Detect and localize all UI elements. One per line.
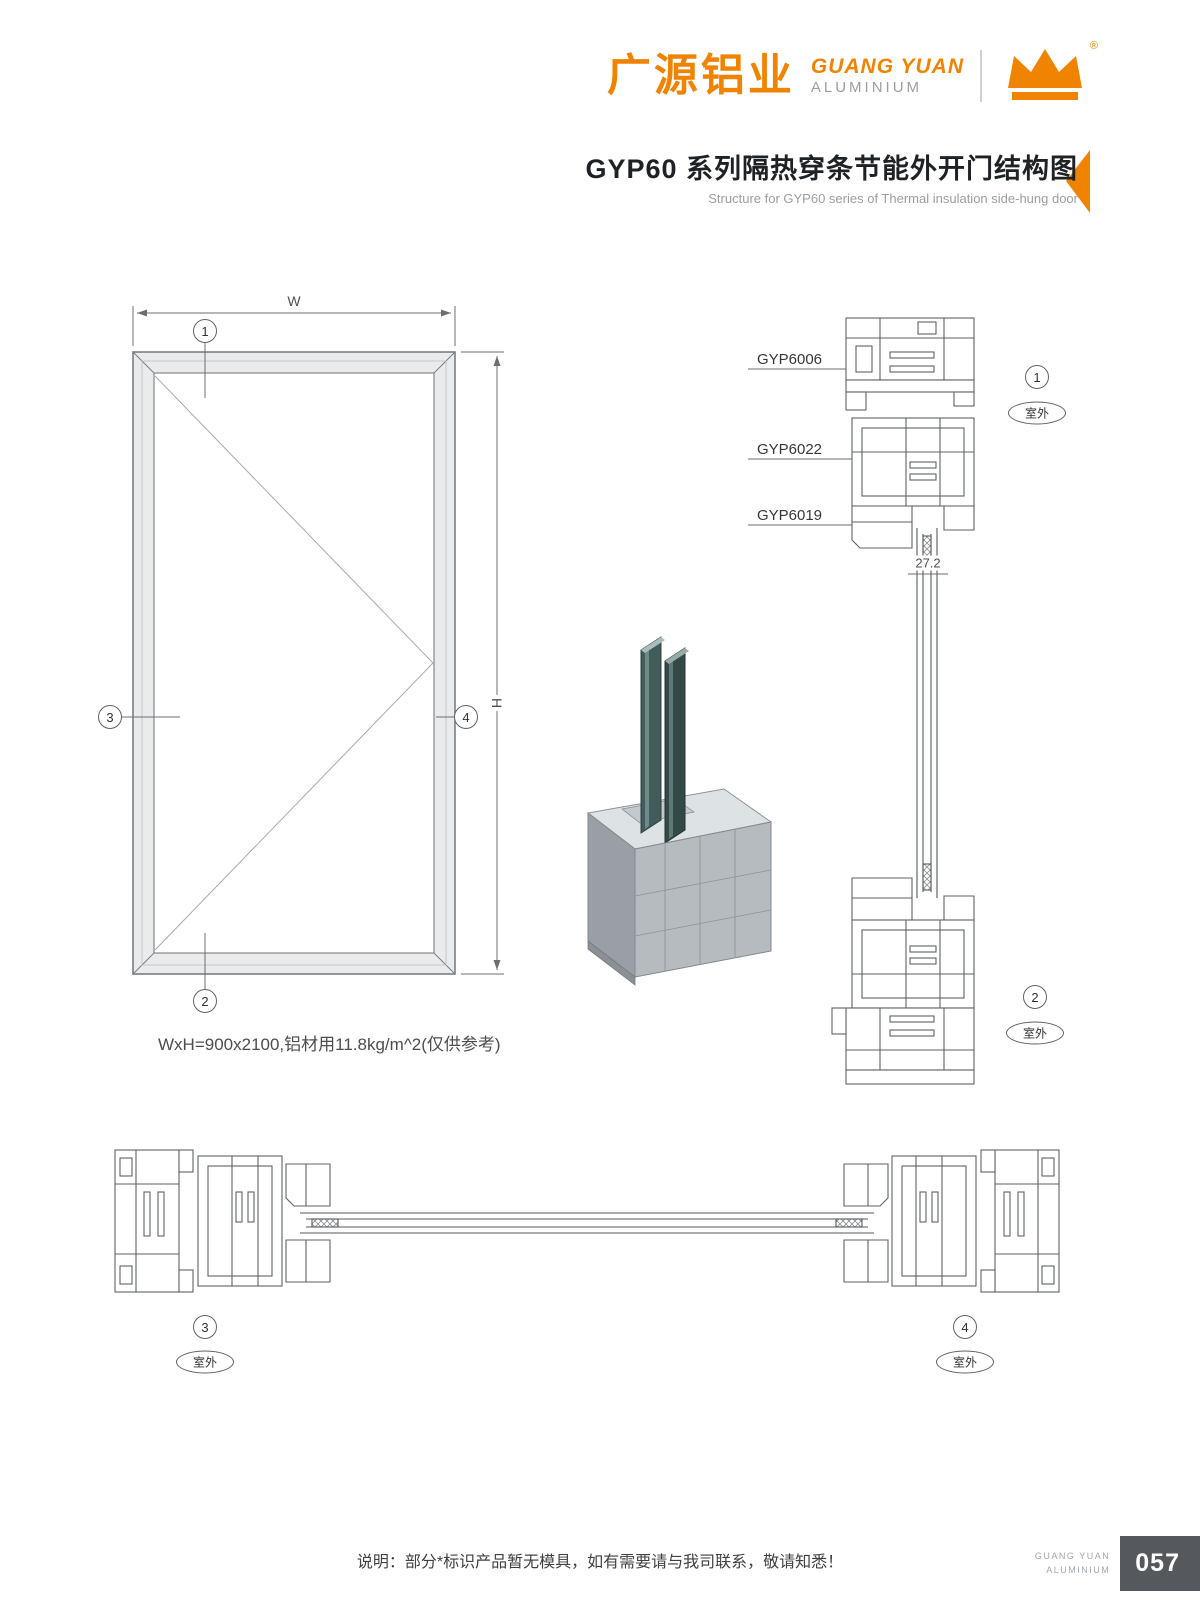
outdoor-label-2: 室外 bbox=[1006, 1021, 1064, 1045]
registered-mark: ® bbox=[1089, 40, 1098, 52]
elevation-spec-text: WxH=900x2100,铝材用11.8kg/m^2(仅供参考) bbox=[158, 1035, 501, 1054]
section-callout-3: 3 bbox=[193, 1315, 217, 1339]
title-en: Structure for GYP60 series of Thermal in… bbox=[708, 191, 1078, 206]
horizontal-section-lines bbox=[114, 1149, 1060, 1293]
brand-divider bbox=[980, 50, 982, 102]
elevation-callout-3: 3 bbox=[98, 705, 122, 729]
outdoor-label-3: 室外 bbox=[176, 1350, 234, 1374]
section-callout-1: 1 bbox=[1025, 365, 1049, 389]
profile-label-gyp6019: GYP6019 bbox=[756, 507, 822, 524]
door-elevation-lines bbox=[132, 351, 456, 975]
outdoor-label-1: 室外 bbox=[1008, 401, 1066, 425]
vertical-section-lines bbox=[831, 317, 975, 1085]
title-bookmark-icon bbox=[1066, 150, 1090, 213]
brand-name-cn: 广源铝业 bbox=[606, 51, 795, 100]
elevation-callout-1: 1 bbox=[193, 319, 217, 343]
outdoor-label-4: 室外 bbox=[936, 1350, 994, 1374]
page-number-block: GUANG YUAN ALUMINIUM 057 bbox=[1035, 1536, 1200, 1591]
page-number: 057 bbox=[1120, 1536, 1200, 1591]
section-callout-4: 4 bbox=[953, 1315, 977, 1339]
brand-logo-shape bbox=[1008, 49, 1082, 100]
profile-3d-render bbox=[586, 636, 773, 986]
page-title: GYP60 系列隔热穿条节能外开门结构图 Structure for GYP60… bbox=[585, 147, 1078, 206]
label-leaders bbox=[748, 368, 852, 526]
title-cn: GYP60 系列隔热穿条节能外开门结构图 bbox=[585, 154, 1078, 184]
profile-label-gyp6006: GYP6006 bbox=[756, 351, 822, 368]
profile-label-gyp6022: GYP6022 bbox=[756, 441, 822, 458]
dim-h-label: H bbox=[489, 694, 505, 712]
glass-dimension: 27.2 bbox=[912, 555, 944, 571]
section-callout-2: 2 bbox=[1023, 985, 1047, 1009]
brand-logo-icon: ® bbox=[998, 40, 1098, 108]
footer-note: 说明：部分*标识产品暂无模具，如有需要请与我司联系，敬请知悉！ bbox=[356, 1554, 844, 1571]
elevation-callout-2: 2 bbox=[193, 989, 217, 1013]
brand-name-en: GUANG YUAN ALUMINIUM bbox=[810, 55, 964, 97]
elevation-callout-4: 4 bbox=[454, 705, 478, 729]
footer-brand: GUANG YUAN ALUMINIUM bbox=[1034, 1551, 1111, 1575]
glass-unit-vertical bbox=[916, 528, 938, 898]
dimension-lines bbox=[122, 306, 504, 989]
glass-unit-horizontal bbox=[300, 1212, 874, 1234]
header: 广源铝业 GUANG YUAN ALUMINIUM ® bbox=[606, 40, 1098, 108]
dim-w-label: W bbox=[284, 293, 304, 309]
